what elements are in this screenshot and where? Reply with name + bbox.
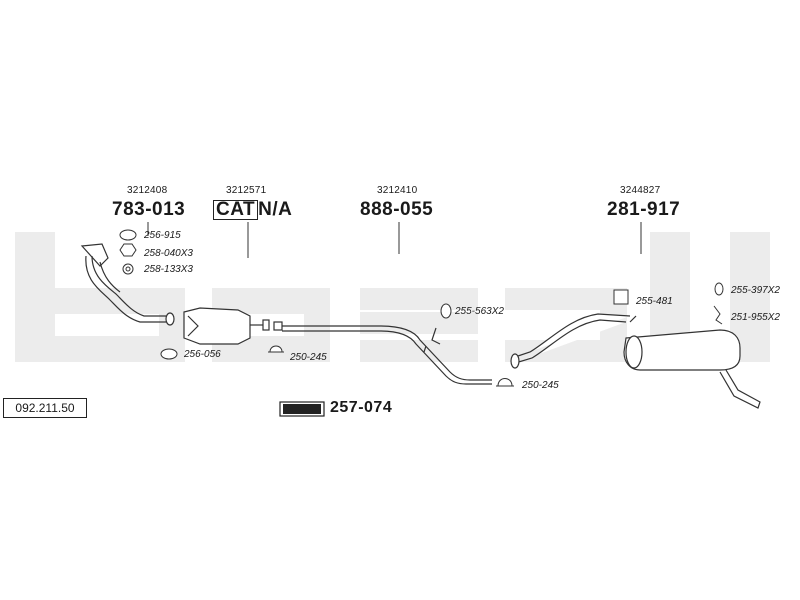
accessory-label: 255-397X2 [731, 285, 780, 296]
accessory-label: 255-481 [636, 296, 673, 307]
diagram-reference: 092.211.50 [3, 398, 87, 418]
accessory-label: 255-563X2 [455, 306, 504, 317]
bosal-watermark [15, 232, 770, 362]
oe-number: 3212410 [377, 185, 418, 196]
rear-silencer [510, 313, 761, 409]
part-number: 281-917 [607, 199, 681, 220]
clamp-icon [119, 229, 137, 275]
gasket-icon [160, 282, 724, 387]
accessory-label: 250-245 [290, 352, 327, 363]
accessory-label: 256-056 [184, 349, 221, 360]
middle-pipe [273, 321, 492, 385]
accessory-label: 258-133X3 [144, 264, 193, 275]
accessory-label: 251-955X2 [731, 312, 780, 323]
cat-label: CAT [213, 200, 259, 220]
front-pipe [80, 243, 175, 326]
kit-part-number: 257-074 [330, 399, 393, 416]
catalytic-converter [183, 307, 270, 345]
oe-number: 3212408 [127, 185, 168, 196]
oe-number: 3244827 [620, 185, 661, 196]
accessory-label: 256-915 [144, 230, 181, 241]
accessory-label: 258-040X3 [144, 248, 193, 259]
part-number: 888-055 [360, 199, 434, 220]
accessory-label: 250-245 [522, 380, 559, 391]
part-number: 783-013 [112, 199, 186, 220]
oe-number: 3212571 [226, 185, 267, 196]
na-label: N/A [258, 199, 293, 220]
bosal-kit-badge [279, 401, 325, 417]
